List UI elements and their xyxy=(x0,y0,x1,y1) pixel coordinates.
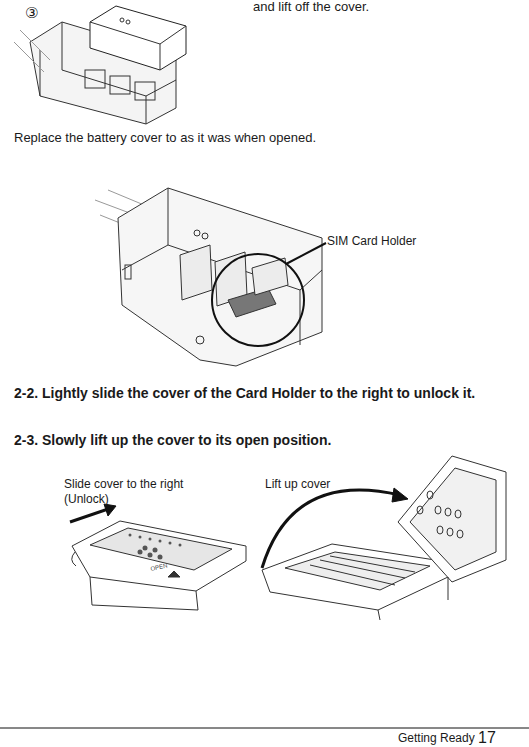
footer-section: Getting Ready xyxy=(398,731,488,746)
device-top xyxy=(14,6,186,124)
step-heading: 2-3. Slowly lift up the cover to its ope… xyxy=(14,432,524,450)
part-label: SIM Card Holder xyxy=(327,234,527,249)
illustration-caption: Slide cover to the right (Unlock) xyxy=(64,477,204,507)
sim-holder-open xyxy=(262,456,506,620)
page-number: 17 xyxy=(478,728,518,747)
footer-rule xyxy=(0,728,529,729)
illustration-caption: Lift up cover xyxy=(265,477,405,492)
step-heading: 2-2. Lightly slide the cover of the Card… xyxy=(14,385,524,403)
instruction-text: Replace the battery cover to as it was w… xyxy=(14,130,519,146)
step-text: and lift off the cover. xyxy=(253,0,523,15)
sim-holder-closed xyxy=(70,504,246,610)
device-middle xyxy=(95,188,326,366)
callout-number: ③ xyxy=(25,4,45,23)
